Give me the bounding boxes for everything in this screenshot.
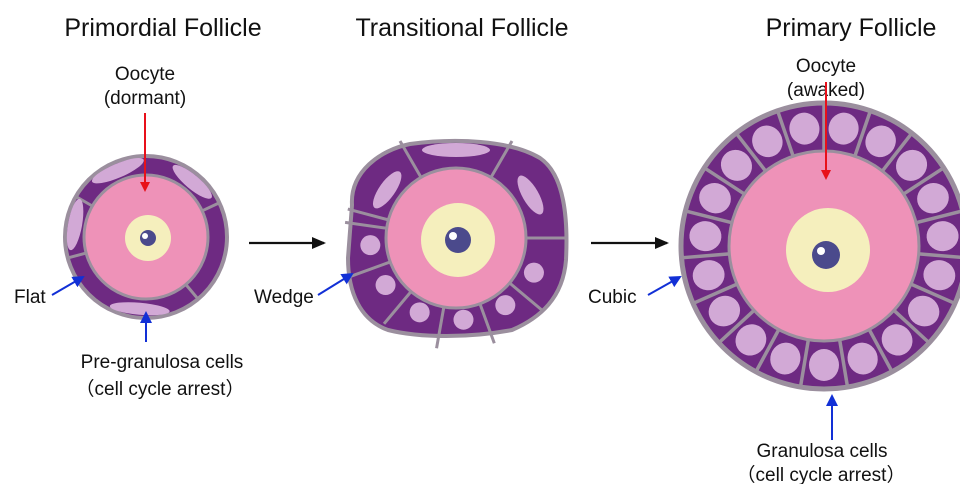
transitional-wedge-nucleus-3 (376, 275, 396, 295)
primary-follicle (681, 103, 960, 389)
transitional-wedge-nucleus-5 (524, 263, 544, 283)
label-pregranulosa-2: （cell cycle arrest） (76, 378, 245, 400)
title-primordial: Primordial Follicle (64, 14, 261, 42)
primordial-nucleolus-highlight (142, 233, 148, 239)
label-cubic: Cubic (588, 287, 637, 308)
label-granulosa-2: （cell cycle arrest） (737, 464, 906, 484)
primary-nucleolus (812, 241, 840, 269)
label-oocyte-awaked-1: Oocyte (796, 56, 856, 77)
transitional-nucleolus (445, 227, 471, 253)
transitional-wedge-nucleus-4 (360, 235, 380, 255)
label-granulosa-1: Granulosa cells (757, 441, 888, 462)
transitional-nucleolus-highlight (449, 232, 457, 240)
primordial-nucleolus (140, 230, 156, 246)
label-oocyte-dormant-1: Oocyte (115, 64, 175, 85)
transitional-follicle (345, 141, 568, 348)
title-transitional: Transitional Follicle (355, 14, 568, 42)
arrow-flat (52, 277, 83, 295)
transitional-wedge-nucleus-1 (453, 310, 473, 330)
arrow-wedge (318, 274, 352, 295)
granulosa-nucleus-9 (809, 349, 839, 381)
transitional-wedge-nucleus-2 (410, 302, 430, 322)
label-flat: Flat (14, 287, 46, 308)
transitional-flat-nucleus-0 (422, 143, 490, 157)
transitional-wedge-nucleus-0 (495, 295, 515, 315)
title-primary: Primary Follicle (766, 14, 937, 42)
primary-nucleolus-highlight (817, 247, 825, 255)
label-oocyte-dormant-2: (dormant) (104, 88, 186, 109)
label-pregranulosa-1: Pre-granulosa cells (81, 352, 244, 373)
arrow-cubic (648, 277, 680, 295)
label-wedge: Wedge (254, 287, 314, 308)
